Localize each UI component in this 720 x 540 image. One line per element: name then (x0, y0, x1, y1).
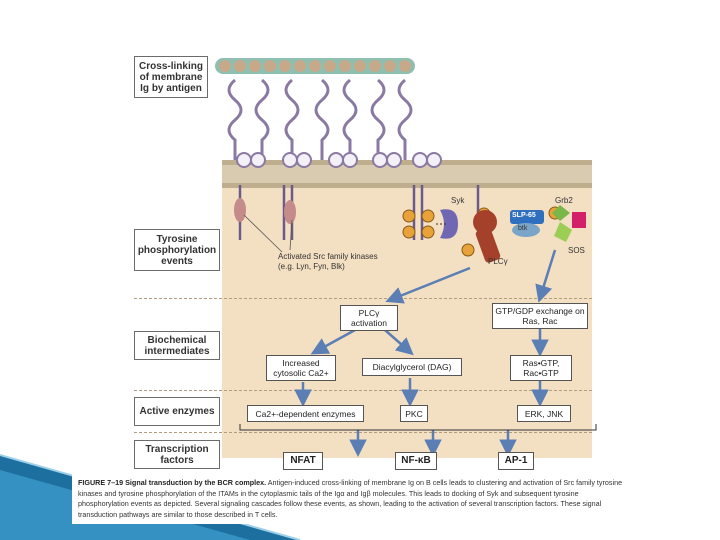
nfat-box: NFAT (283, 452, 323, 470)
label-biochemical: Biochemical intermediates (134, 331, 220, 360)
btk (512, 223, 540, 237)
syk (440, 209, 458, 239)
erk-jnk-box: ERK, JNK (517, 405, 571, 422)
label-enzymes: Active enzymes (134, 397, 220, 426)
signal-arrows (294, 249, 557, 457)
calcium-box: Increased cytosolic Ca2+ (266, 355, 336, 381)
sos-label: SOS (568, 246, 585, 255)
grb2-label: Grb2 (555, 196, 573, 205)
label-transcription: Transcription factors (134, 440, 220, 469)
ap1-box: AP-1 (498, 452, 534, 470)
src-label: Activated Src family kinases (e.g. Lyn, … (278, 252, 378, 271)
membrane-ig (227, 78, 413, 160)
ca-enzymes-box: Ca2+-dependent enzymes (247, 405, 364, 422)
caption-body: Antigen-induced cross-linking of membran… (78, 478, 623, 519)
gtp-exchange-box: GTP/GDP exchange on Ras, Rac (492, 303, 588, 329)
separator (134, 432, 592, 433)
grb2 (552, 205, 570, 221)
btk-label: btk (518, 225, 528, 232)
src-kinases (234, 198, 296, 224)
slp65-label: SLP-65 (512, 212, 536, 219)
figure-caption: FIGURE 7–19 Signal transduction by the B… (78, 478, 623, 520)
nfkb-box: NF-κB (395, 452, 437, 470)
sos (554, 222, 572, 242)
plcg-activation-box: PLCγ activation (340, 305, 398, 331)
plcg (473, 210, 501, 263)
syk-label: Syk (451, 196, 465, 205)
label-tyrosine: Tyrosine phosphorylation events (134, 229, 220, 271)
label-crosslinking: Cross-linking of membrane Ig by antigen (134, 56, 208, 98)
pkc-box: PKC (400, 405, 428, 422)
caption-title: FIGURE 7–19 Signal transduction by the B… (78, 478, 267, 487)
ras-gtp-box: Ras•GTP, Rac•GTP (510, 355, 572, 381)
plcg-label: PLCγ (488, 257, 508, 266)
slp65 (510, 210, 544, 224)
separator (134, 390, 592, 391)
separator (134, 298, 592, 299)
dag-box: Diacylglycerol (DAG) (362, 358, 462, 376)
